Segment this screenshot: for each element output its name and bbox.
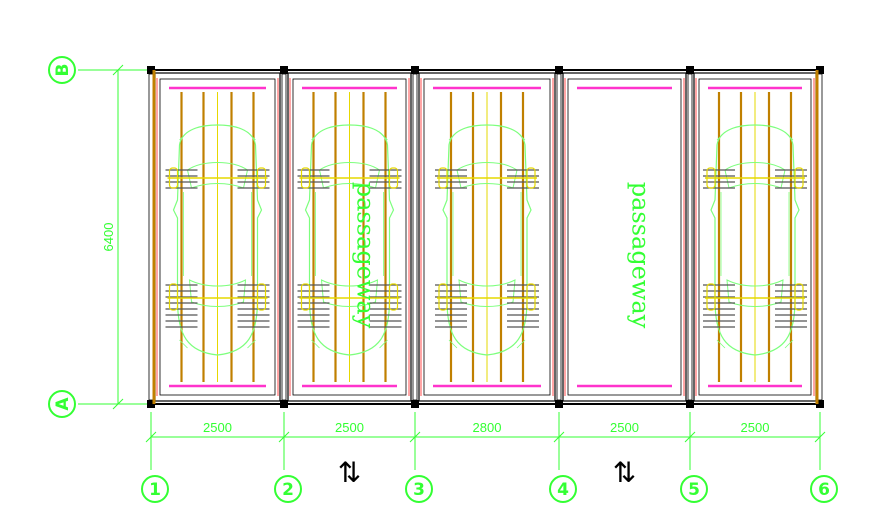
direction-arrow-2: ⇅ [613,456,636,489]
column-3 [412,73,418,401]
dimension-tick [278,431,290,443]
row-bubble-A [48,390,76,418]
column-2 [281,73,287,401]
structural-frame [147,66,824,408]
bay-5 [693,72,817,402]
bay-2 [287,72,412,402]
col-bubble-label-3: 3 [413,480,425,500]
bay-1 [154,72,281,402]
column-5 [687,73,693,401]
col-bubble-5 [680,475,708,503]
bay-inner-outline [698,78,812,396]
bay-outline [287,72,412,402]
dimension-tick [145,431,157,443]
annotations: 6400 2500 2500 2800 2500 2500 passageway passag… [101,182,769,489]
dimension-tick [409,431,421,443]
bay-width-label-5: 2500 [741,420,770,435]
col-bubble-3 [405,475,433,503]
column-6 [817,73,823,401]
bay-width-label-4: 2500 [610,420,639,435]
bay-inner-outline [567,78,682,396]
dimension-tick [112,64,124,76]
dimension-tick [814,431,826,443]
col-bubble-4 [549,475,577,503]
bay-width-label-1: 2500 [203,420,232,435]
col-bubble-label-4: 4 [557,480,569,500]
col-bubble-6 [810,475,838,503]
row-bubble-label-B: B [53,64,73,77]
dimension-tick [553,431,565,443]
bay-inner-outline [292,78,407,396]
row-bubble-B [48,56,76,84]
bay-width-label-2: 2500 [335,420,364,435]
passageway-label-1: passageway [352,182,380,329]
dimension-tick [112,398,124,410]
bay-3 [418,72,556,402]
grid-bubbles: 1 2 3 4 5 6 B A [48,56,838,503]
col-bubble-label-5: 5 [688,480,700,500]
bay-inner-outline [159,78,276,396]
direction-arrow-1: ⇅ [338,456,361,489]
col-bubble-2 [274,475,302,503]
column-1 [148,73,154,401]
bay-outline [562,72,687,402]
col-bubble-1 [141,475,169,503]
bay-width-label-3: 2800 [473,420,502,435]
bay-4 [562,72,687,402]
col-bubble-label-1: 1 [149,480,161,500]
bay-outline [418,72,556,402]
column-4 [556,73,562,401]
dimension-lines [78,64,826,470]
col-bubble-label-2: 2 [282,480,294,500]
row-bubble-label-A: A [53,397,73,411]
row-spacing-label: 6400 [101,223,116,252]
bay-inner-outline [423,78,551,396]
col-bubble-label-6: 6 [818,480,830,500]
parking-bays [154,72,817,402]
passageway-label-2: passageway [627,182,655,329]
dimension-tick [684,431,696,443]
